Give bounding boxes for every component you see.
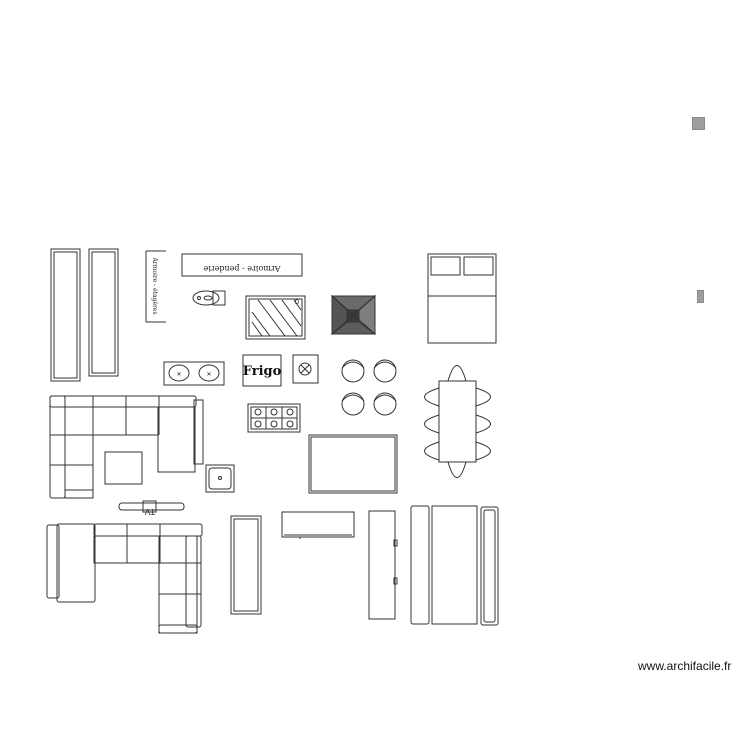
- armchair[interactable]: [341, 392, 365, 416]
- kitchen-sink[interactable]: [205, 464, 235, 493]
- toilet[interactable]: [192, 290, 226, 306]
- watermark: www.archifacile.fr: [638, 659, 732, 673]
- bench-right[interactable]: [480, 506, 499, 626]
- double-bed[interactable]: [427, 253, 497, 344]
- armoire-penderie[interactable]: Armoire - penderie: [181, 253, 303, 277]
- resize-handle-middle[interactable]: [697, 290, 704, 303]
- cooktop[interactable]: [247, 403, 301, 433]
- armoire-penderie-label: Armoire - penderie: [203, 264, 281, 273]
- washing-machine[interactable]: [292, 354, 319, 384]
- double-sink[interactable]: ✕ ✕: [163, 361, 225, 386]
- bench-left[interactable]: [410, 505, 430, 625]
- tall-cabinet-center[interactable]: [230, 515, 262, 615]
- coffee-table-large[interactable]: [308, 434, 398, 494]
- tv-label: TV: [144, 507, 155, 516]
- sideboard[interactable]: [281, 511, 355, 539]
- svg-text:✕: ✕: [206, 372, 211, 378]
- fireplace[interactable]: [330, 294, 377, 336]
- dining-table[interactable]: [424, 365, 491, 478]
- bathtub-door-mark: D: [295, 300, 300, 306]
- bathtub[interactable]: D: [245, 295, 306, 340]
- tall-cabinet-right[interactable]: [88, 248, 119, 377]
- fridge-label: Frigo: [243, 364, 282, 379]
- resize-handle-top[interactable]: [692, 117, 705, 130]
- tv-unit[interactable]: TV: [118, 500, 185, 516]
- sofa-l-shaped-top[interactable]: [49, 395, 204, 499]
- long-table[interactable]: [431, 505, 478, 625]
- armoire-etageres-label: Armoire - étagères: [151, 256, 158, 314]
- armchair[interactable]: [373, 392, 397, 416]
- svg-text:✕: ✕: [176, 372, 181, 378]
- armoire-etageres[interactable]: Armoire - étagères: [145, 250, 166, 323]
- bookshelf[interactable]: [368, 510, 398, 620]
- armchair[interactable]: [373, 359, 397, 383]
- sofa-l-shaped-bottom[interactable]: [46, 523, 203, 634]
- armchair[interactable]: [341, 359, 365, 383]
- fridge[interactable]: Frigo: [242, 354, 282, 387]
- tall-cabinet-left[interactable]: [50, 248, 81, 382]
